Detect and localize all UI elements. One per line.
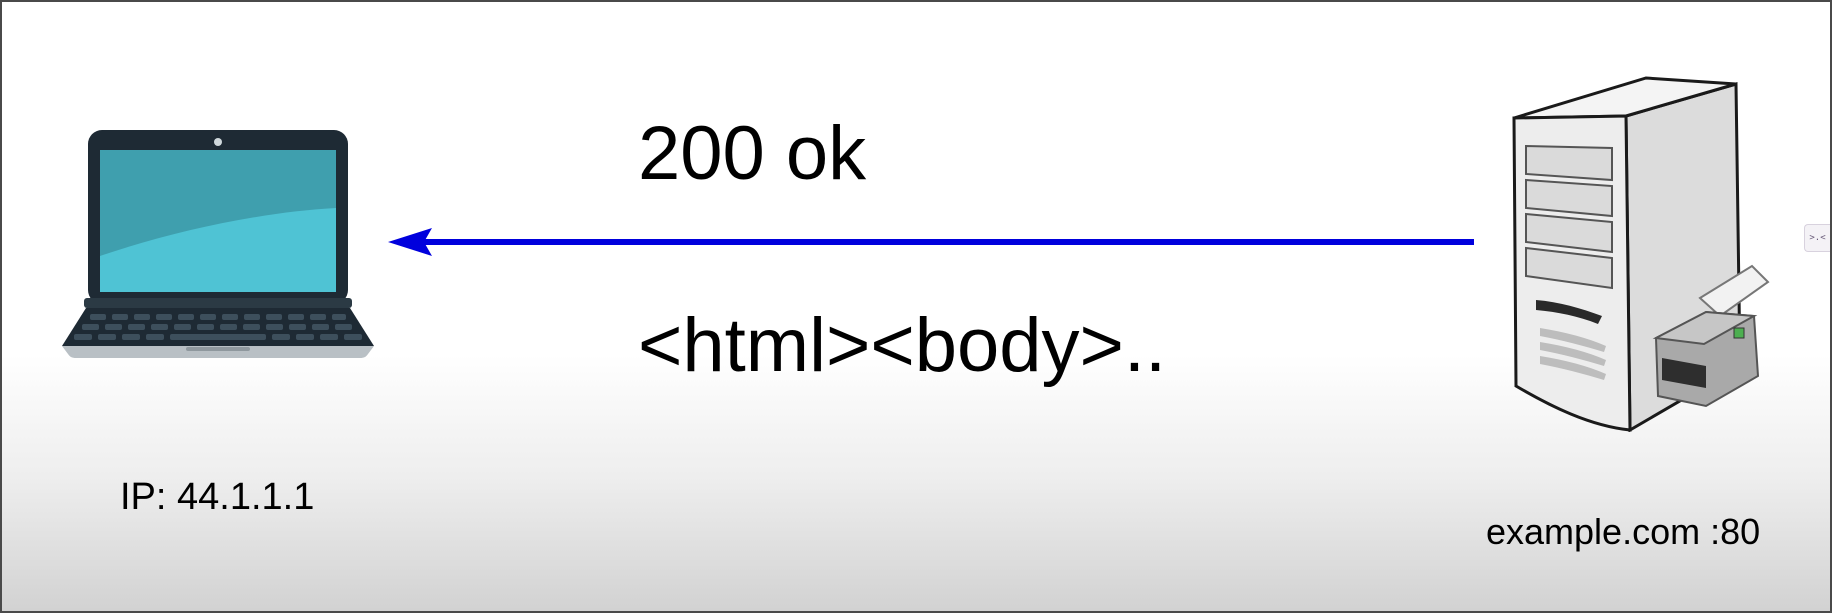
laptop-icon: [62, 130, 374, 358]
side-panel-toggle[interactable]: >.<: [1804, 224, 1830, 252]
server-host-label: example.com :80: [1486, 511, 1761, 552]
server-tower-icon: [1512, 76, 1770, 432]
response-body-label: <html><body>..: [638, 303, 1167, 388]
arrow-left-icon: [388, 228, 1474, 256]
client-ip-label: IP: 44.1.1.1: [120, 476, 315, 518]
response-status-label: 200 ok: [638, 111, 867, 196]
printer-icon: [1652, 264, 1770, 408]
